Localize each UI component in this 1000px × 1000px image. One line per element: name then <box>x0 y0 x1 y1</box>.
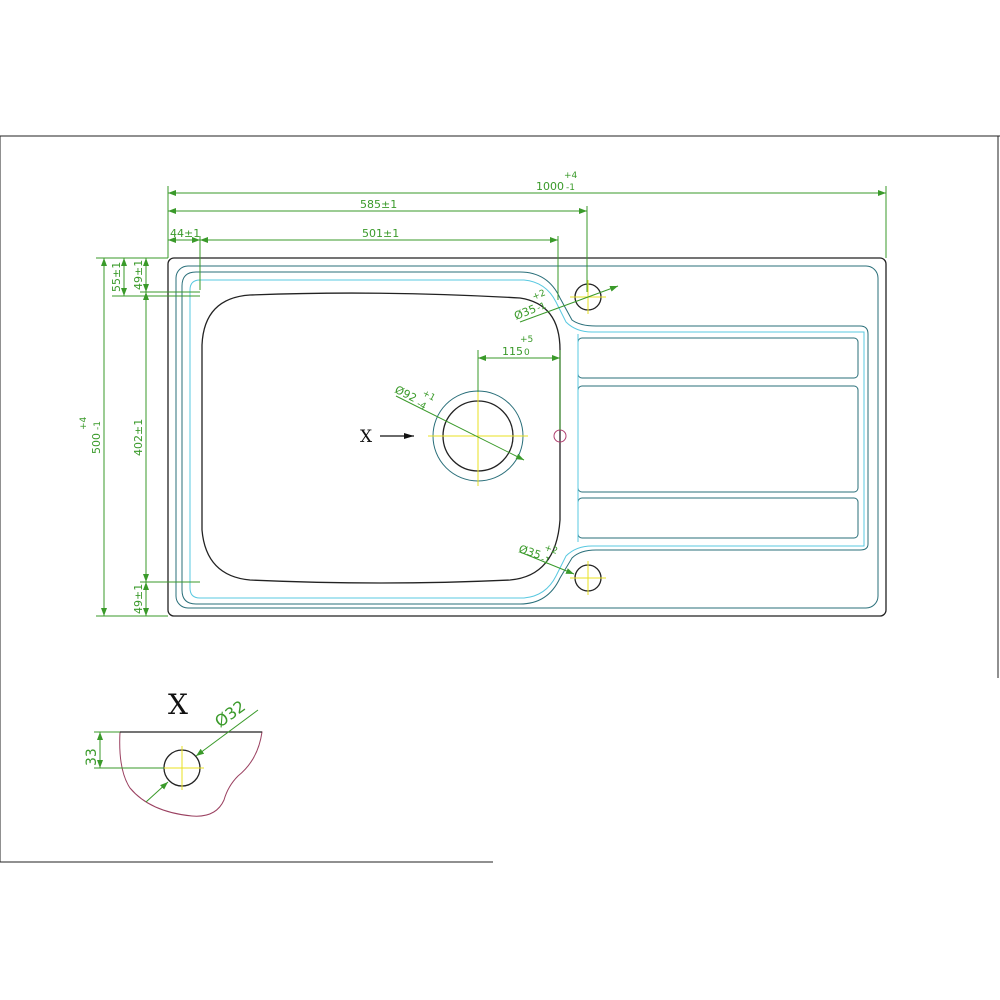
drainer-groove-middle <box>577 385 859 493</box>
drain-offset-value: 115 <box>502 345 523 358</box>
drain-offset-tol-lower: 0 <box>524 348 530 358</box>
overall-width-tol-lower: -1 <box>566 183 575 193</box>
drain-dia-tol-lower: -4 <box>415 399 428 412</box>
bowl-offset-dim: 585±1 <box>360 198 397 211</box>
rim-bottom-dim: 49±1 <box>132 584 145 614</box>
bowl-inset-dim: 44±1 <box>170 227 200 240</box>
drain-offset-tol-upper: +5 <box>520 335 533 345</box>
tap-hole-top-tol-upper: +2 <box>531 288 547 302</box>
overall-depth-value: 500 <box>90 433 103 454</box>
tap-hole-bottom-tol-lower: -1 <box>539 555 551 567</box>
overall-width-value: 1000 <box>536 180 564 193</box>
drainer-groove-bottom <box>577 497 859 539</box>
drawing-frame <box>0 135 1000 863</box>
sink-inner-rim <box>175 265 879 609</box>
sink-plan-view: X <box>167 257 887 617</box>
overall-depth-tol-lower: -1 <box>93 421 103 430</box>
view-marker-label: X <box>360 427 373 447</box>
bowl-surround <box>181 271 869 605</box>
drainer-groove-top <box>577 337 859 379</box>
bowl-outline <box>201 292 561 584</box>
detail-depth-dim: 33 <box>84 748 100 766</box>
tap-hole-bottom-tol-upper: +2 <box>543 543 559 557</box>
overall-width-tol-upper: +4 <box>564 171 578 181</box>
bowl-depth-dim: 402±1 <box>132 419 145 456</box>
bowl-width-dim: 501±1 <box>362 227 399 240</box>
detail-x-view: X 33 Ø32 <box>84 688 263 817</box>
tap-hole-bottom-value: Ø35 <box>517 542 543 561</box>
dimension-texts: +4 1000 -1 585±1 44±1 501±1 +5 115 0 500… <box>79 171 578 614</box>
rim-top-dim: 49±1 <box>132 260 145 290</box>
tap-hole-top-tol-lower: -1 <box>536 301 548 314</box>
detail-outline <box>119 731 263 817</box>
detail-title: X <box>168 688 188 721</box>
sink-outer-rim <box>167 257 887 617</box>
overall-depth-tol-upper: +4 <box>79 416 89 430</box>
bowl-surround-cyan <box>189 279 865 599</box>
dimension-lines <box>96 186 887 617</box>
detail-hole-dia-dim: Ø32 <box>211 696 249 731</box>
drain-dia-value: Ø92 <box>393 383 419 405</box>
rim-top-outer-dim: 55±1 <box>110 262 123 292</box>
